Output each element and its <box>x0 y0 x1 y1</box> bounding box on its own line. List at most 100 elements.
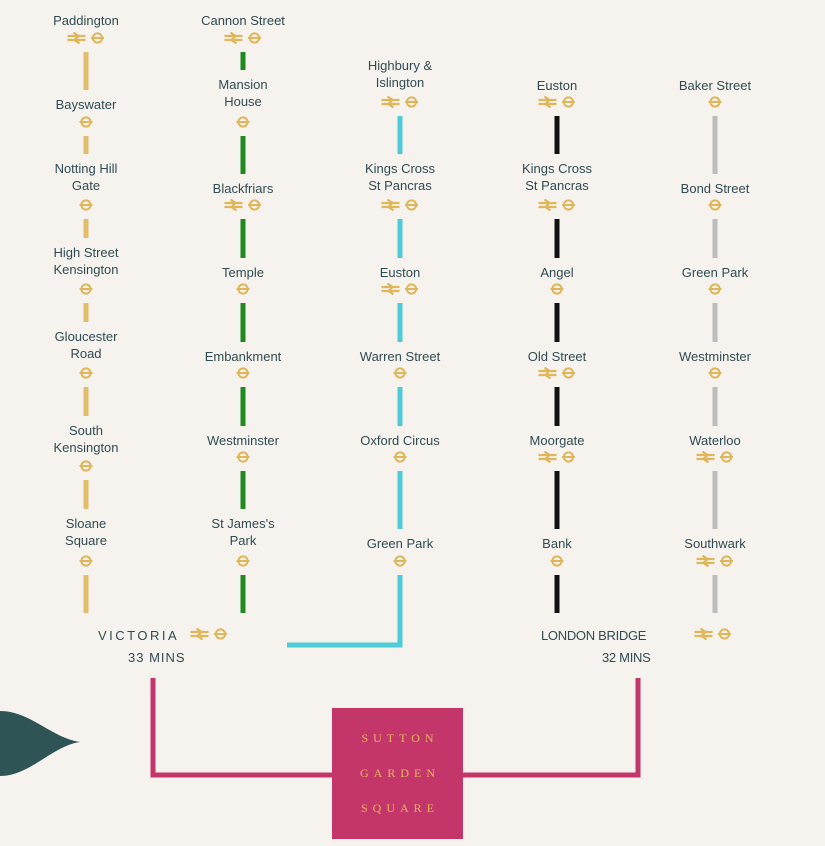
station-interchange-icons <box>67 32 105 44</box>
station-label: Southwark <box>650 535 780 552</box>
sutton-garden-square-logo: SUTTON GARDEN SQUARE <box>332 708 463 839</box>
station-name-line: Paddington <box>53 13 119 28</box>
station-name-line: Bank <box>542 536 572 551</box>
station-interchange-icons <box>79 283 93 295</box>
underground-roundel-icon <box>720 555 734 567</box>
victoria-line-connector <box>287 575 403 648</box>
station-name-line: Oxford Circus <box>360 433 440 448</box>
station-label: Bond Street <box>650 180 780 197</box>
station-interchange-icons <box>79 367 93 379</box>
district-line-segment <box>240 219 246 258</box>
station-name-line: Waterloo <box>689 433 741 448</box>
victoria-line-segment <box>397 116 403 154</box>
pink-route-victoria <box>150 678 332 778</box>
logo-line-1: SUTTON <box>361 731 439 745</box>
station-label: Kings Cross St Pancras <box>492 160 622 194</box>
station-label: Waterloo <box>650 432 780 449</box>
london-bridge-terminal-name: LONDON BRIDGE <box>541 628 647 643</box>
national-rail-icon <box>224 199 243 211</box>
underground-roundel-icon <box>562 367 576 379</box>
northern-line-segment <box>554 471 560 529</box>
underground-roundel-icon <box>393 367 407 379</box>
station-name-line: Angel <box>540 265 574 280</box>
underground-roundel-icon <box>405 199 419 211</box>
underground-roundel-icon <box>718 628 732 640</box>
station-name-line: Moorgate <box>529 433 585 448</box>
station-interchange-icons <box>538 451 576 463</box>
national-rail-icon <box>696 555 715 567</box>
station-name-line: St Pancras <box>368 178 432 193</box>
district_circle-line-segment <box>83 480 89 509</box>
station-label: Baker Street <box>650 77 780 94</box>
underground-roundel-icon <box>79 367 93 379</box>
station-interchange-icons <box>696 555 734 567</box>
station-label: Blackfriars <box>178 180 308 197</box>
station-interchange-icons <box>79 116 93 128</box>
underground-roundel-icon <box>236 283 250 295</box>
station-name-line: Euston <box>379 265 421 280</box>
station-name-line: Westminster <box>207 433 279 448</box>
station-name-line: Kings Cross <box>521 161 593 176</box>
station-name-line: Blackfriars <box>212 181 274 196</box>
station-name-line: Warren Street <box>359 349 441 364</box>
station-name-line: Green Park <box>366 536 434 551</box>
national-rail-icon <box>381 283 400 295</box>
station-label: Bank <box>492 535 622 552</box>
underground-roundel-icon <box>393 451 407 463</box>
national-rail-icon <box>538 367 557 379</box>
station-name-line: Bayswater <box>55 97 117 112</box>
station-label: Green Park <box>335 535 465 552</box>
station-label: Highbury &Islington <box>335 57 465 91</box>
district_circle-line-segment <box>83 136 89 154</box>
northern-line-segment <box>554 116 560 154</box>
station-label: Angel <box>492 264 622 281</box>
station-interchange-icons <box>381 199 419 211</box>
station-label: Paddington <box>21 12 151 29</box>
underground-roundel-icon <box>708 96 722 108</box>
pink-route-london-bridge <box>463 678 641 778</box>
national-rail-icon <box>190 628 209 640</box>
station-name-line: Bond Street <box>680 181 750 196</box>
northern-line-segment <box>554 387 560 426</box>
underground-roundel-icon <box>550 283 564 295</box>
station-interchange-icons <box>708 199 722 211</box>
station-interchange-icons <box>381 96 419 108</box>
victoria-line-segment <box>397 387 403 426</box>
station-name-line: Old Street <box>527 349 587 364</box>
london-bridge-journey-time: 32 MINS <box>602 650 651 665</box>
national-rail-icon <box>538 199 557 211</box>
station-interchange-icons <box>224 199 262 211</box>
northern-line-segment <box>554 575 560 613</box>
underground-roundel-icon <box>236 367 250 379</box>
national-rail-icon <box>696 451 715 463</box>
station-label: Green Park <box>650 264 780 281</box>
station-interchange-icons <box>236 451 250 463</box>
station-interchange-icons <box>708 96 722 108</box>
district_circle-line-segment <box>83 219 89 238</box>
underground-roundel-icon <box>79 283 93 295</box>
logo-line-3: SQUARE <box>360 801 439 815</box>
underground-roundel-icon <box>79 199 93 211</box>
station-interchange-icons <box>236 367 250 379</box>
district-line-segment <box>240 136 246 174</box>
station-interchange-icons <box>79 555 93 567</box>
station-interchange-icons <box>393 367 407 379</box>
station-name-line: St Pancras <box>525 178 589 193</box>
underground-roundel-icon <box>720 451 734 463</box>
station-label: Westminster <box>178 432 308 449</box>
station-name-line: South <box>69 423 103 438</box>
station-name-line: Green Park <box>681 265 749 280</box>
station-name-line: Highbury & <box>367 58 433 73</box>
station-label: Oxford Circus <box>335 432 465 449</box>
underground-roundel-icon <box>79 555 93 567</box>
logo-line-2: GARDEN <box>360 766 440 780</box>
jubilee-line-segment <box>712 575 718 613</box>
underground-roundel-icon <box>248 32 262 44</box>
station-interchange-icons <box>708 367 722 379</box>
national-rail-icon <box>538 451 557 463</box>
teal-wave-shape <box>0 711 80 776</box>
